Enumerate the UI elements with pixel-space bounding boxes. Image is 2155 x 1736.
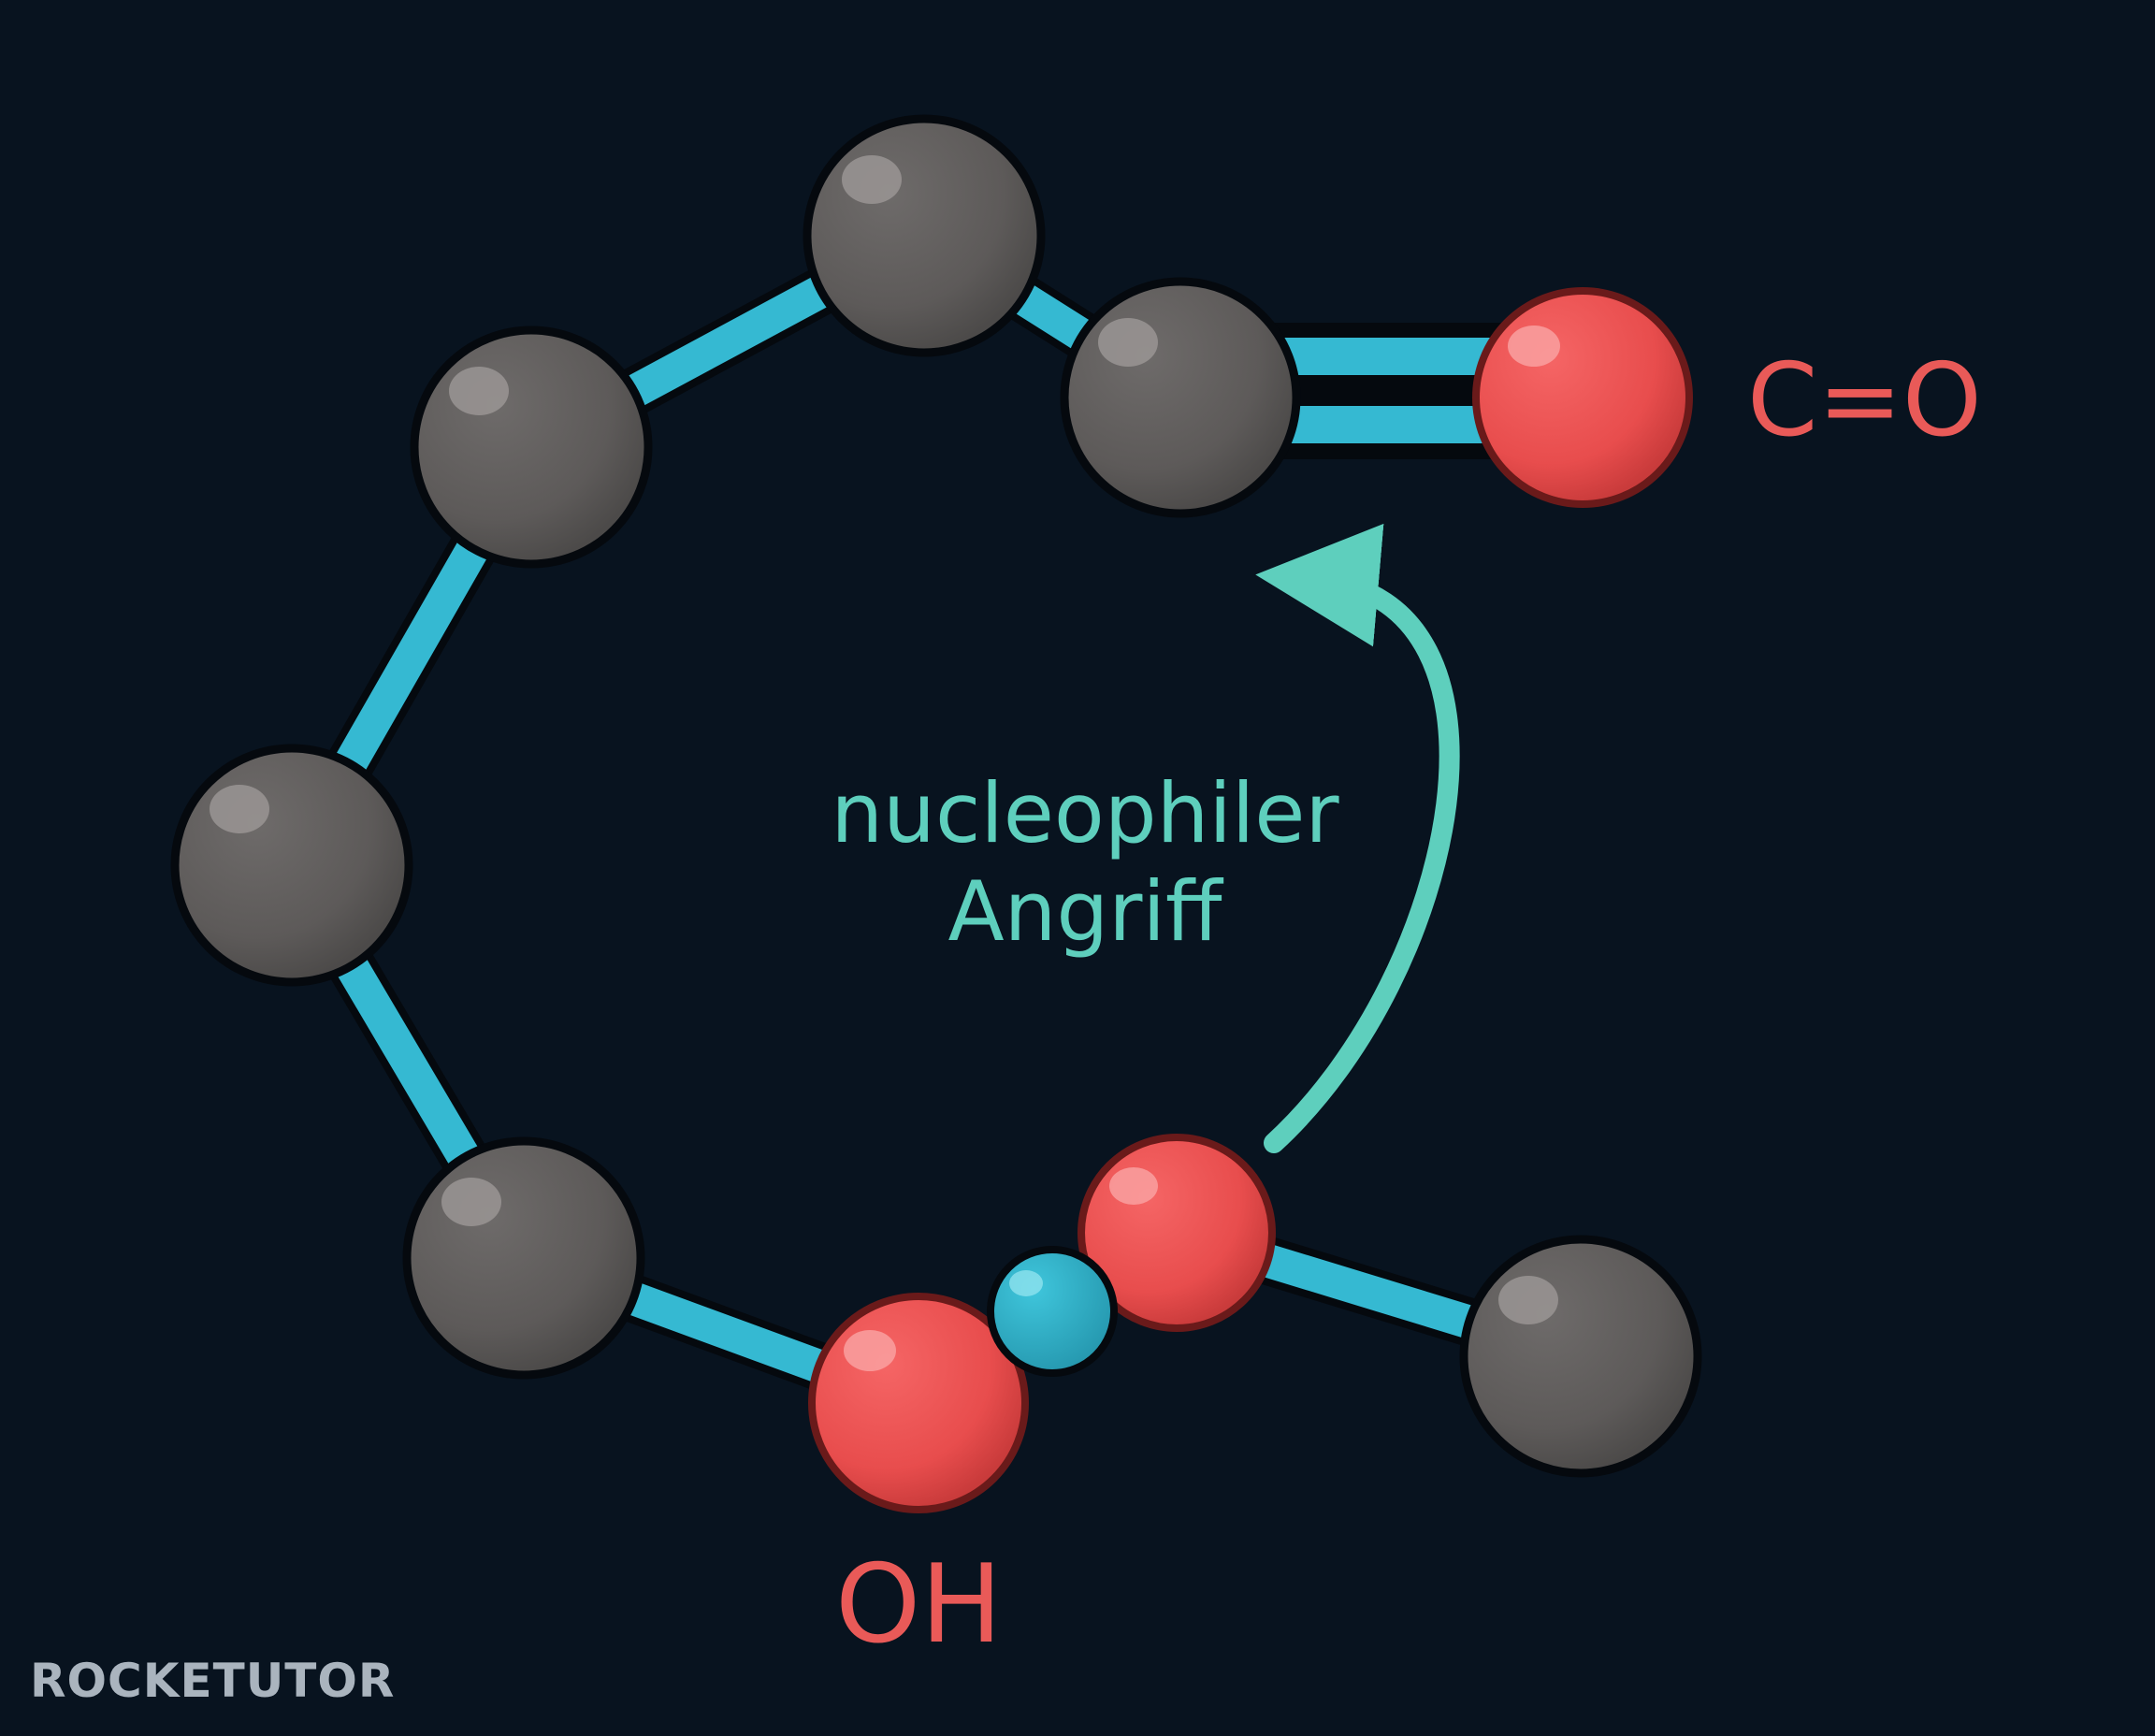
- hydroxyl-label: OH: [835, 1541, 1003, 1668]
- brand-logo: ROCKETUTOR: [30, 1654, 396, 1708]
- oxygen-atom: [1078, 1134, 1276, 1332]
- hydrogen-atom: [987, 1246, 1118, 1377]
- carbon-atom: [803, 114, 1046, 357]
- carbon-atom: [1459, 1235, 1702, 1478]
- carbon-atom: [402, 1136, 645, 1380]
- carbonyl-carbon-atom: [1060, 277, 1301, 518]
- carbon-atom: [170, 744, 413, 987]
- carbonyl-label: C=O: [1747, 342, 1982, 459]
- atoms: [170, 114, 1702, 1513]
- annotation-line-2: Angriff: [947, 863, 1223, 960]
- annotation-line-1: nucleophiler: [831, 765, 1339, 861]
- carbon-atom: [410, 326, 653, 569]
- nucleophilic-attack-arrow: [1255, 524, 1460, 1153]
- hydroxyl-oxygen-atom: [808, 1293, 1029, 1513]
- carbonyl-oxygen-atom: [1472, 287, 1693, 508]
